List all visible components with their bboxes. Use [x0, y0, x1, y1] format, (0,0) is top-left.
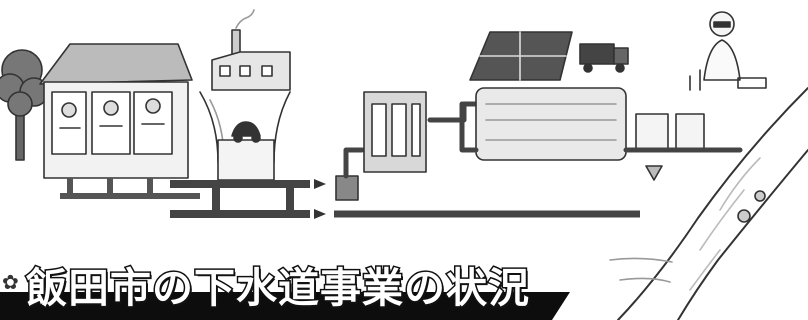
river-icon: [609, 87, 808, 320]
factory-icon: [211, 9, 291, 91]
treatment-tank: [427, 87, 743, 181]
car-icon: [231, 121, 261, 143]
pump-station: [335, 91, 427, 201]
flower-mark-icon: ✿: [2, 270, 19, 294]
tree-icon: [0, 49, 49, 161]
house-drain-pipe: [60, 178, 200, 199]
heading-bar: [0, 292, 570, 320]
page-title: 飯田市の下水道事業の状況: [25, 263, 531, 314]
truck-icon: [579, 43, 629, 73]
sewer-main-pipe: [170, 180, 310, 218]
house-icon: [39, 43, 193, 179]
sludge-drying-bed: [469, 31, 573, 81]
flow-arrow-icon: [314, 179, 326, 219]
scientist-icon: [689, 11, 767, 91]
street-drain: [199, 91, 291, 181]
